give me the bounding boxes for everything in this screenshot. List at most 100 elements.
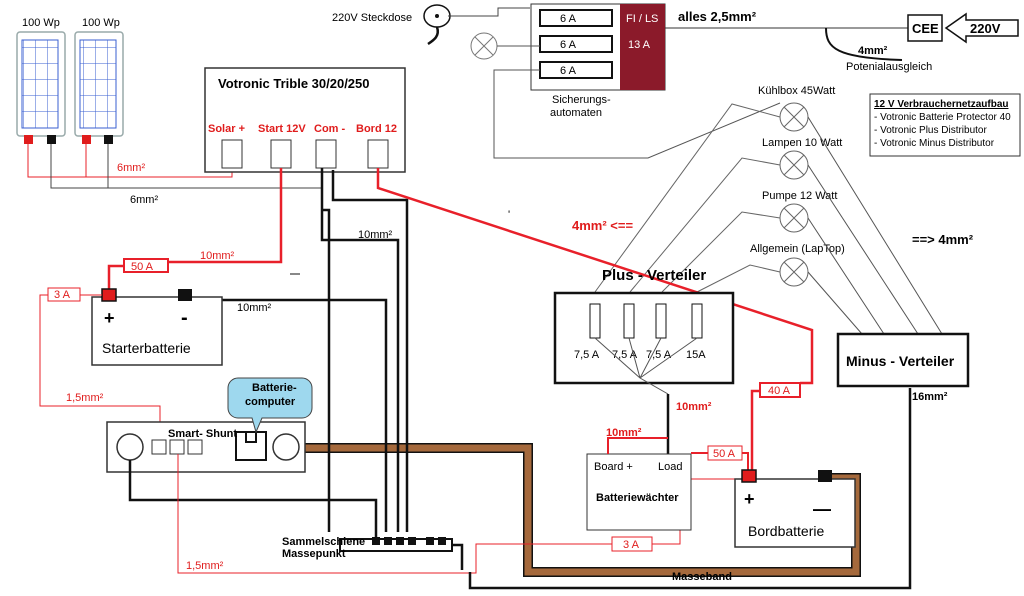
fuse-bord-40 <box>759 382 801 398</box>
watcher-feed <box>607 437 668 454</box>
ground-band <box>298 443 861 577</box>
plus-fuse <box>691 303 703 339</box>
shunt-port <box>187 439 203 455</box>
watcher-in: Board + <box>594 461 633 473</box>
charger-title: Votronic Trible 30/20/250 <box>218 76 370 91</box>
cable-watcher-feed: 10mm² <box>606 427 642 439</box>
busbar-line1: Sammelschiene <box>282 536 365 548</box>
breaker-1-label: 6 A <box>560 13 577 25</box>
breaker-group-line1: Sicherungs- <box>552 94 611 106</box>
fi-amp: 13 A <box>628 39 651 51</box>
lamp-icon <box>470 32 498 60</box>
busbar-bolt <box>408 537 416 545</box>
load-1-label: Kühlbox 45Watt <box>758 85 835 97</box>
fuse-bord-3 <box>611 536 653 552</box>
watcher-out: Load <box>658 461 682 473</box>
busbar-bolt <box>426 537 434 545</box>
starter-minus: - <box>181 307 188 329</box>
starter-neg-terminal <box>178 289 192 301</box>
busbar-bolt <box>372 537 380 545</box>
busbar-line2: Massepunkt <box>282 548 346 560</box>
minus-distributor <box>836 332 970 388</box>
ground-band-label: Masseband <box>672 571 732 583</box>
plus-fuse <box>655 303 667 339</box>
start-pos-wire <box>107 168 283 290</box>
socket-hole <box>435 14 439 18</box>
fuse-bord-50-label: 50 A <box>713 448 736 460</box>
starter-sense-wire <box>39 294 161 440</box>
info-line-3: - Votronic Minus Distributor <box>874 138 995 149</box>
info-line-1: - Votronic Batterie Protector 40 <box>874 112 1011 123</box>
plus-fuse <box>623 303 635 339</box>
cable-main-label: alles 2,5mm² <box>678 9 757 24</box>
busbar-to-minus <box>452 388 912 590</box>
terminal-com-label: Com - <box>314 123 346 135</box>
load-4-lamp <box>779 257 809 287</box>
fuse-start-3 <box>47 287 81 302</box>
load-2-lamp <box>779 150 809 180</box>
breaker-3-label: 6 A <box>560 65 577 77</box>
minus-dist-title: Minus - Verteiler <box>846 353 955 369</box>
breaker <box>539 61 613 79</box>
starter-plus: + <box>104 308 115 328</box>
load-returns <box>807 116 943 335</box>
load-3-lamp <box>779 203 809 233</box>
bord-battery <box>734 478 856 548</box>
cable-start-pos: 10mm² <box>200 250 235 262</box>
socket-label: 220V Steckdose <box>332 12 412 24</box>
bord-neg-terminal <box>818 470 832 482</box>
breaker-to-loads <box>493 69 781 159</box>
panel-1-label: 100 Wp <box>22 17 60 29</box>
load-2-label: Lampen 10 Watt <box>762 137 842 149</box>
terminal-start <box>270 139 292 169</box>
fuse-start-50 <box>123 258 169 273</box>
panel-2-label: 100 Wp <box>82 17 120 29</box>
plus-fuse-2: 7,5 A <box>612 349 638 361</box>
pe-label: Potenialausgleich <box>846 61 932 73</box>
info-box <box>869 93 1021 157</box>
busbar-bolt <box>384 537 392 545</box>
plus-fuse-3: 7,5 A <box>646 349 672 361</box>
plus-fuse-4: 15A <box>686 349 706 361</box>
socket-cord <box>427 26 439 46</box>
info-title: 12 V Verbrauchernetzaufbau <box>874 99 1009 110</box>
computer-line1: Batterie- <box>252 382 297 394</box>
terminal-bord <box>367 139 389 169</box>
cable-bord: 4mm² <== <box>572 218 633 233</box>
terminal-solar-label: Solar + <box>208 123 245 135</box>
load-4-label: Allgemein (LapTop) <box>750 243 845 255</box>
computer-line2: computer <box>245 396 296 408</box>
busbar-bolt <box>438 537 446 545</box>
terminal-com <box>315 139 337 169</box>
com-wires <box>320 168 409 532</box>
load-feeds <box>594 103 781 293</box>
terminal-bord-label: Bord 12 <box>356 123 397 135</box>
bord-label: Bordbatterie <box>748 523 824 539</box>
fuse-bord-3-label: 3 A <box>623 539 640 551</box>
shunt-ground-wire <box>128 460 378 540</box>
cable-com: 10mm² <box>358 229 393 241</box>
fuse-bord-50 <box>707 445 743 461</box>
starter-battery <box>91 296 223 366</box>
stray-mark-1: ' <box>508 209 510 221</box>
busbar-bolt <box>396 537 404 545</box>
breaker <box>539 9 613 27</box>
shunt-port <box>151 439 167 455</box>
cee-label: CEE <box>912 21 939 36</box>
plus-dist-title: Plus - Verteiler <box>602 267 706 284</box>
load-3-label: Pumpe 12 Watt <box>762 190 837 202</box>
plus-distributor <box>553 291 735 385</box>
bord-wire <box>376 168 814 470</box>
plus-fuse-1: 7,5 A <box>574 349 600 361</box>
cable-shunt-sense: 1,5mm² <box>66 392 104 404</box>
terminal-solar <box>221 139 243 169</box>
starter-pos-terminal <box>101 288 117 302</box>
mains-label: 220V <box>970 21 1001 36</box>
shunt-port <box>169 439 185 455</box>
mains-arrow <box>944 12 1019 44</box>
cable-minus-out: 16mm² <box>912 391 948 403</box>
bord-minus: — <box>813 499 831 519</box>
bord-plus: + <box>744 489 755 509</box>
shunt-label: Smart- Shunt <box>168 428 237 440</box>
socket-feed <box>448 7 530 17</box>
